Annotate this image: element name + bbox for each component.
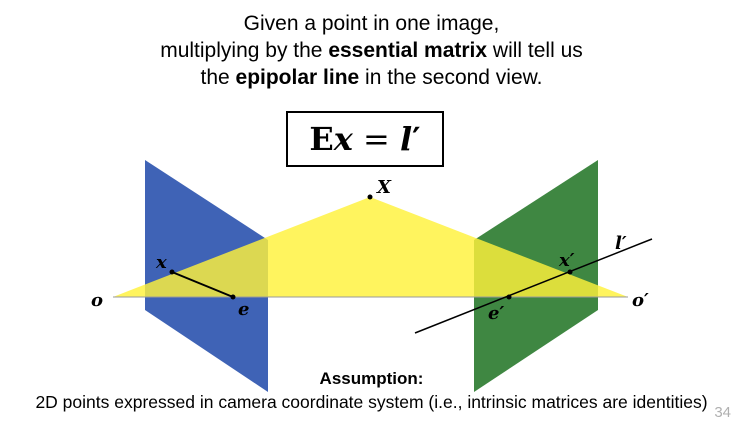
label-o-prime: o′: [632, 290, 649, 311]
page-number: 34: [714, 404, 731, 421]
label-X: X: [376, 177, 392, 198]
eq-prime: ′: [412, 120, 421, 158]
label-x: x: [155, 252, 167, 273]
eq-l: l: [400, 120, 413, 158]
label-e: e: [238, 299, 249, 320]
label-o: o: [91, 290, 103, 311]
label-x-prime: x′: [558, 250, 575, 271]
point-X: [367, 194, 373, 200]
point-e-prime: [506, 294, 512, 300]
epipolar-plane-triangle: [113, 197, 628, 297]
label-l-prime: l′: [615, 233, 627, 254]
caption-line-3: the epipolar line in the second view.: [200, 66, 543, 89]
eq-E: E: [309, 120, 334, 158]
point-x-prime: [567, 269, 573, 275]
point-x: [169, 269, 175, 275]
caption-line-2: multiplying by the essential matrix will…: [160, 39, 583, 62]
label-e-prime: e′: [488, 303, 504, 324]
epipolar-line-l-prime: [414, 238, 653, 334]
point-e: [230, 294, 236, 300]
term-essential-matrix: essential matrix: [328, 39, 488, 62]
left-epipolar-segment: [171, 271, 234, 298]
eq-x: x: [333, 120, 353, 158]
term-epipolar-line: epipolar line: [235, 66, 360, 89]
eq-equals: =: [352, 120, 401, 158]
caption-line-1: Given a point in one image,: [243, 12, 500, 35]
assumption-title: Assumption:: [319, 369, 424, 388]
assumption-text: 2D points expressed in camera coordinate…: [35, 392, 708, 412]
